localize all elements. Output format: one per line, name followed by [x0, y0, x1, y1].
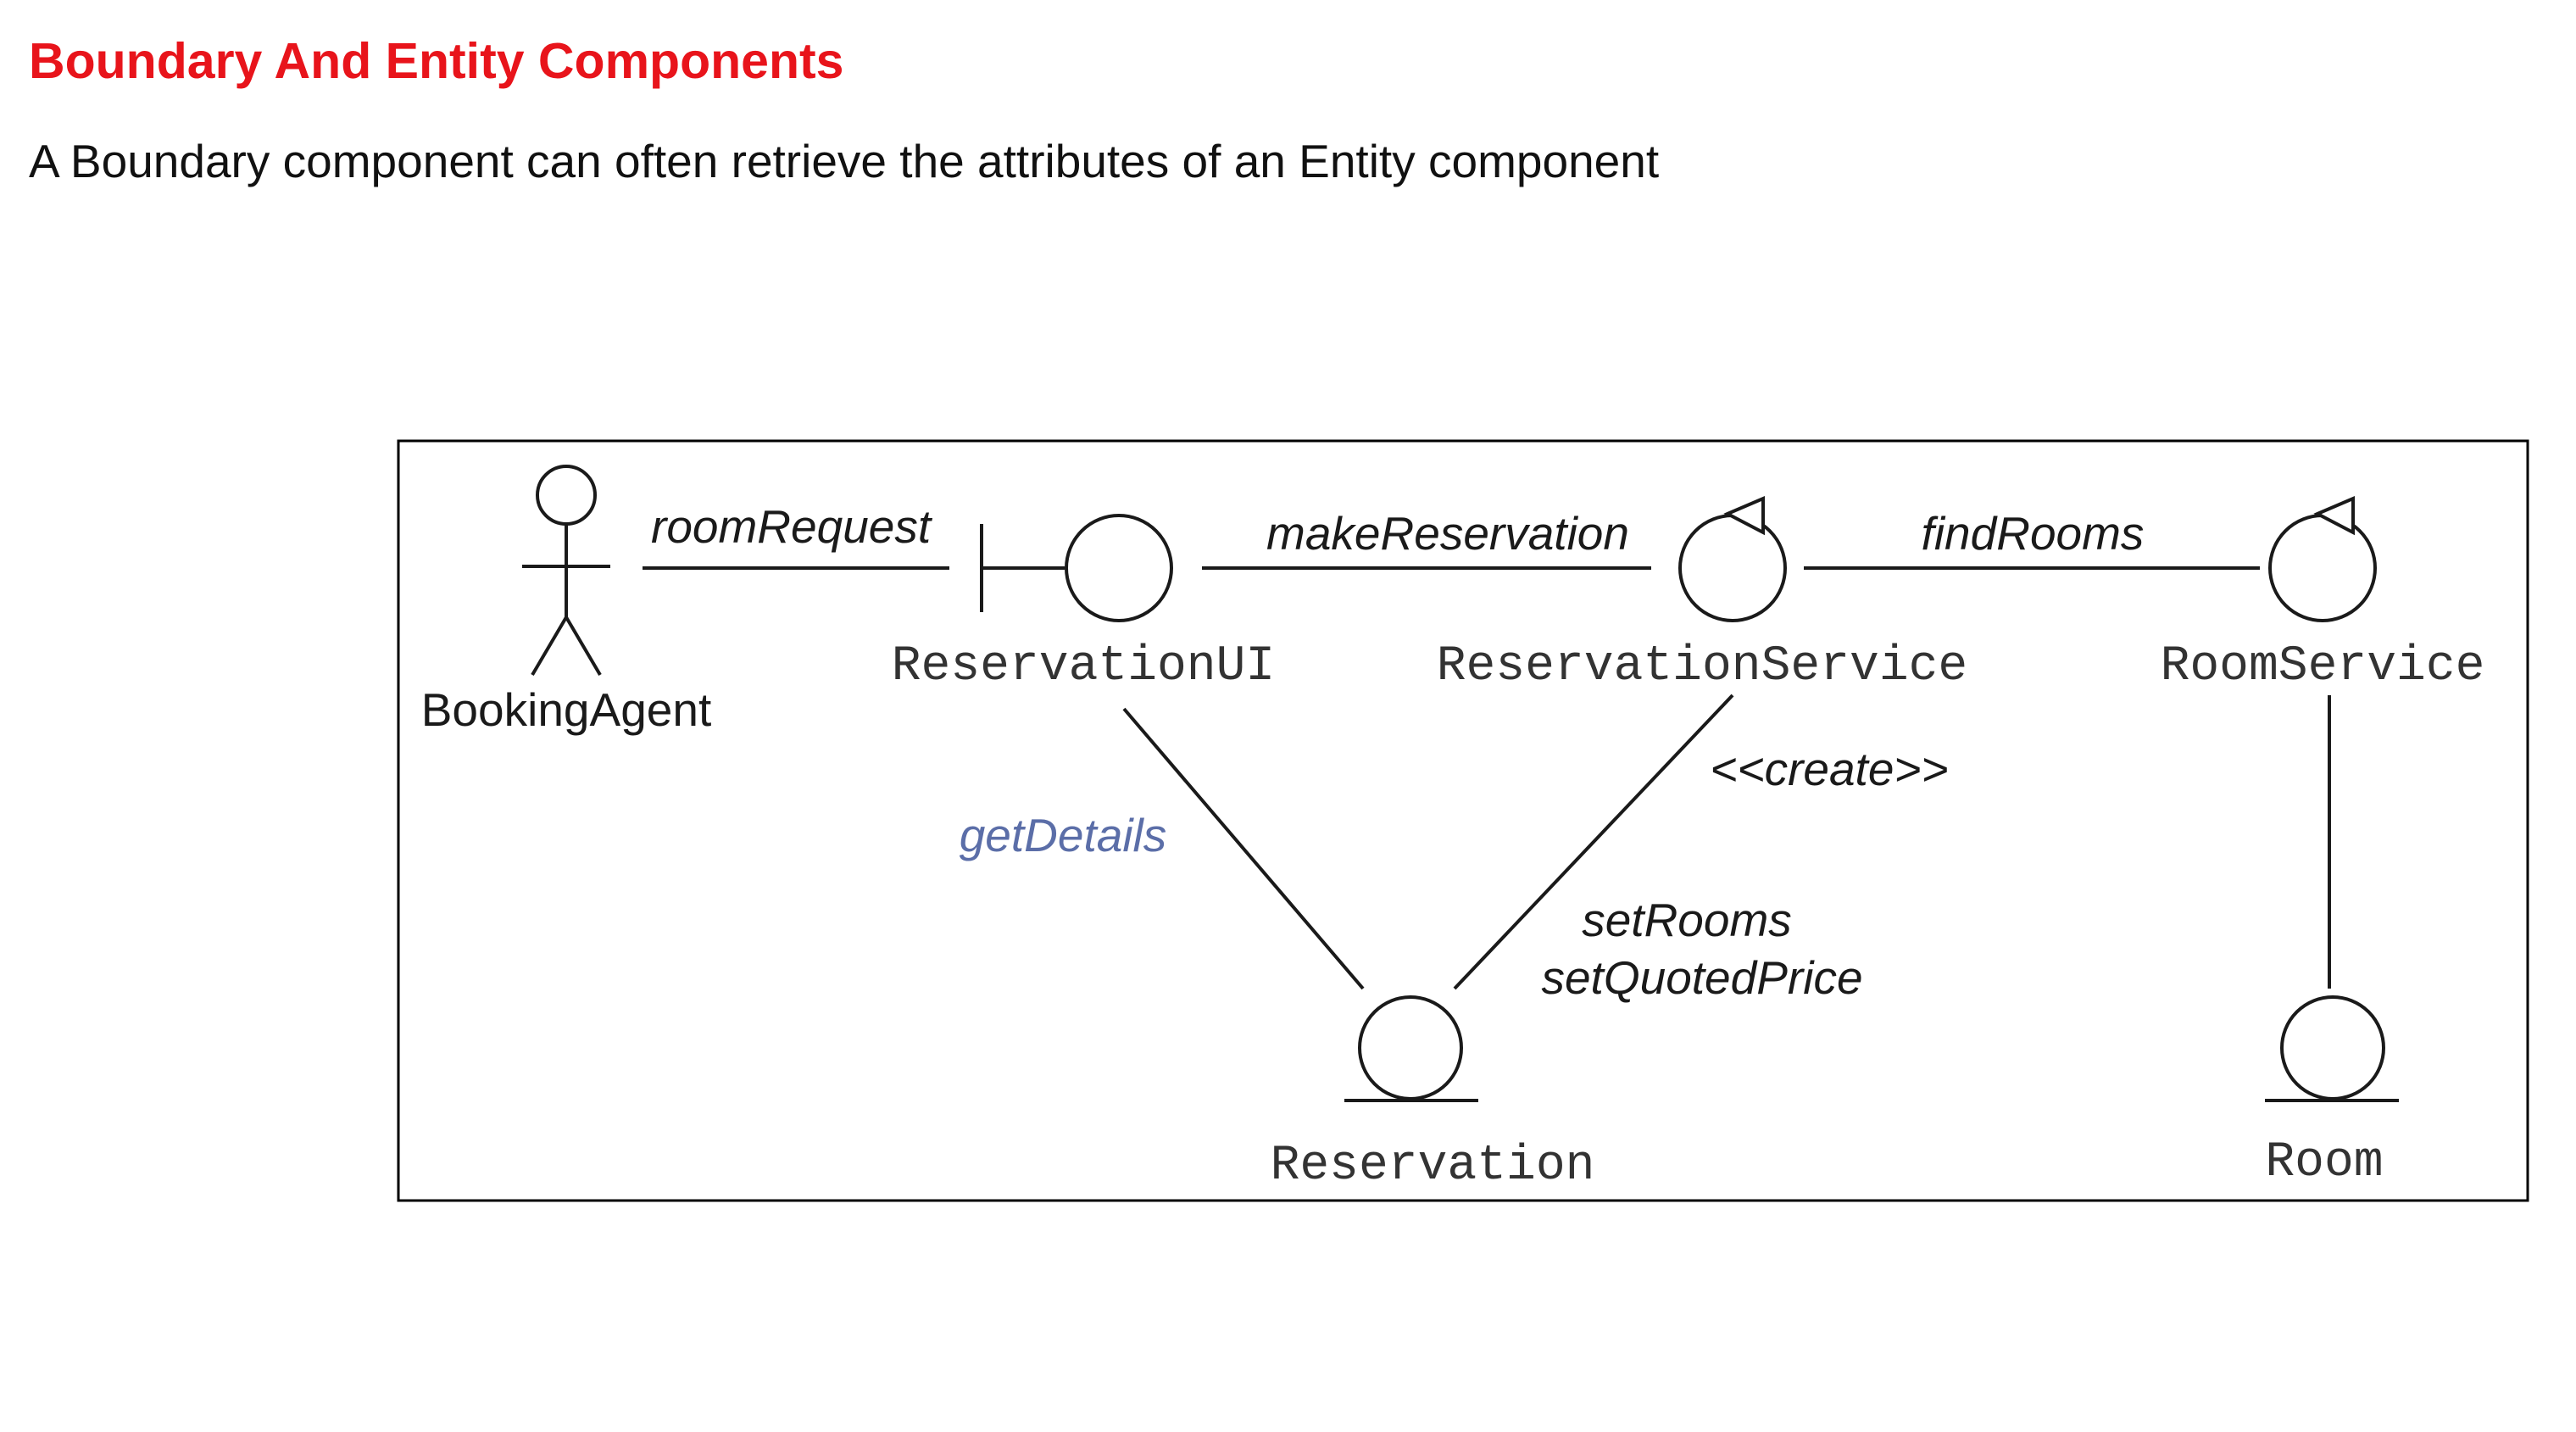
reservation-ui-boundary-icon: [980, 514, 1173, 622]
reservation-ui-label: ReservationUI: [892, 639, 1275, 694]
reservation-label: Reservation: [1271, 1139, 1595, 1194]
message-find-rooms: findRooms: [1922, 507, 2145, 560]
reservation-service-label: ReservationService: [1437, 639, 1968, 694]
message-set-rooms: setRooms: [1582, 894, 1792, 946]
message-make-reservation: makeReservation: [1266, 507, 1629, 560]
link-control-entity: [1453, 694, 1734, 990]
collaboration-diagram: BookingAgent roomRequest ReservationUI m…: [397, 439, 2529, 1202]
link-boundary-entity: [1122, 707, 1365, 990]
reservation-entity-icon: [1344, 995, 1478, 1102]
room-entity-icon: [2265, 995, 2399, 1102]
booking-agent-actor-icon: [522, 465, 610, 677]
reservation-service-control-icon: [1678, 495, 1787, 622]
room-service-label: RoomService: [2161, 639, 2485, 694]
page-subtitle: A Boundary component can often retrieve …: [29, 135, 1660, 187]
room-label: Room: [2265, 1135, 2383, 1190]
message-get-details: getDetails: [960, 809, 1167, 861]
page-title: Boundary And Entity Components: [29, 33, 844, 89]
message-room-request: roomRequest: [651, 500, 933, 553]
booking-agent-label: BookingAgent: [421, 683, 712, 736]
room-service-control-icon: [2268, 495, 2377, 622]
message-create: <<create>>: [1710, 743, 1948, 795]
message-set-quoted-price: setQuotedPrice: [1541, 951, 1862, 1004]
